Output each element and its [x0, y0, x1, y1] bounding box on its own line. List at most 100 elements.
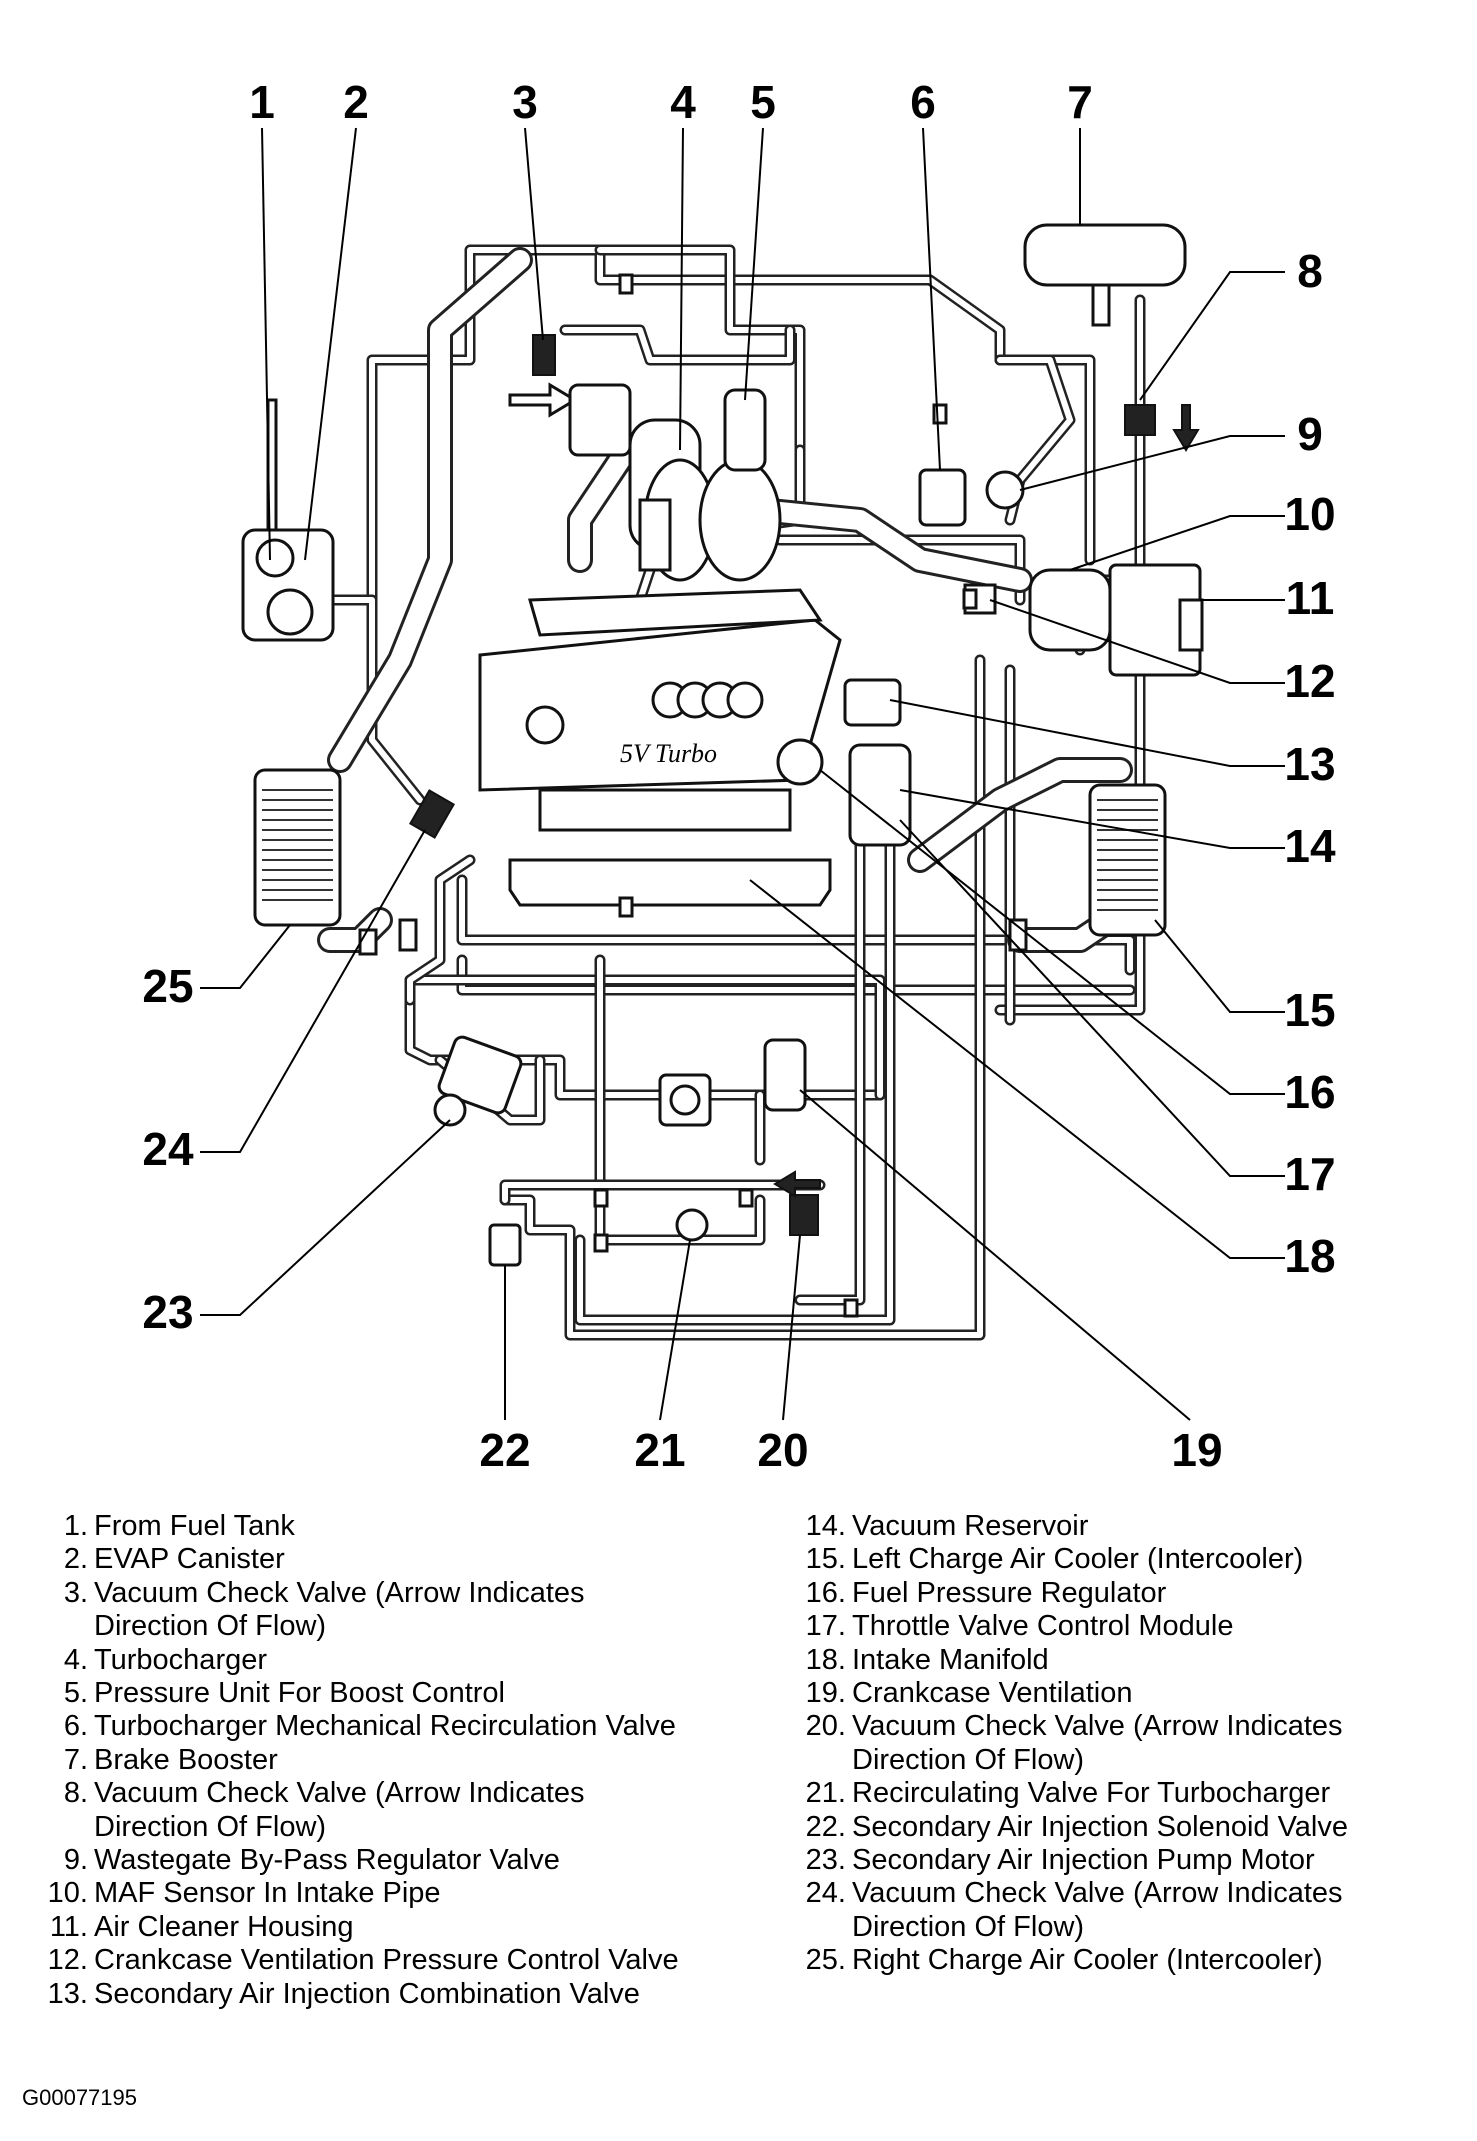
exhaust-manifold: [538, 788, 792, 832]
callout-17: 17: [1284, 1148, 1335, 1200]
callout-4: 4: [670, 76, 696, 128]
legend-item: 25.Right Charge Air Cooler (Intercooler): [780, 1944, 1470, 1977]
intercooler-right-body: [253, 768, 342, 927]
legend-item: 13.Secondary Air Injection Combination V…: [22, 1978, 782, 2011]
leader-lines: [200, 127, 1285, 1421]
vacuum-check-valve-20-arrow: [773, 1170, 821, 1198]
leader-24: [200, 829, 426, 1153]
callout-20: 20: [757, 1424, 808, 1476]
legend-item: 6.Turbocharger Mechanical Recirculation …: [22, 1710, 782, 1743]
legend-item-line: From Fuel Tank: [94, 1510, 295, 1542]
legend-item: 21.Recirculating Valve For Turbocharger: [780, 1777, 1470, 1810]
turbocharger-flange: [638, 498, 672, 572]
legend-item-line: Recirculating Valve For Turbocharger: [852, 1777, 1331, 1810]
figure-code: G00077195: [22, 2085, 137, 2110]
legend-item: 16.Fuel Pressure Regulator: [780, 1577, 1470, 1610]
callout-18: 18: [1284, 1230, 1335, 1282]
legend-item-line: Throttle Valve Control Module: [852, 1610, 1234, 1643]
callout-9: 9: [1297, 408, 1323, 460]
engine-block: 5V Turbo: [478, 588, 842, 907]
legend-item-number: 16.: [805, 1576, 846, 1609]
legend-item-text: Brake Booster: [94, 1744, 782, 1777]
legend-item: 23.Secondary Air Injection Pump Motor: [780, 1844, 1470, 1877]
clamp: [932, 403, 948, 425]
legend-item-text: Secondary Air Injection Combination Valv…: [94, 1978, 782, 2011]
leader-1: [261, 127, 271, 561]
crankcase-ventilation-port: [669, 1084, 701, 1116]
legend-item-number: 11.: [49, 1910, 88, 1943]
legend-item-text: MAF Sensor In Intake Pipe: [94, 1877, 782, 1910]
leader-21: [659, 1239, 691, 1421]
legend-item-number: 15.: [805, 1543, 846, 1576]
brake-booster: [1023, 223, 1187, 287]
legend-item-line: Pressure Unit For Boost Control: [94, 1677, 505, 1710]
clamp: [843, 1298, 859, 1318]
legend-item: 5.Pressure Unit For Boost Control: [22, 1677, 782, 1710]
legend-item-number: 3.: [63, 1576, 88, 1609]
legend-item-line: Crankcase Ventilation: [852, 1677, 1133, 1710]
turbocharger: [638, 458, 782, 582]
leader-25: [200, 924, 291, 989]
vacuum-check-valve-8-arrow: [1172, 404, 1200, 452]
clamp: [1008, 918, 1028, 952]
callout-2: 2: [343, 76, 369, 128]
legend-item-number: 7.: [63, 1743, 88, 1776]
leader-20: [782, 1234, 801, 1421]
legend-item-line: Crankcase Ventilation Pressure Control V…: [94, 1944, 679, 1977]
legend-item-text: Throttle Valve Control Module: [852, 1610, 1470, 1643]
callout-25: 25: [142, 960, 193, 1012]
crankcase-valve: [763, 1038, 807, 1112]
audi-ring-4: [726, 681, 764, 719]
evap-canister-port-upper: [255, 538, 295, 578]
legend-item-line: Air Cleaner Housing: [94, 1910, 354, 1943]
legend-item-number: 20.: [805, 1710, 846, 1743]
leader-12: [989, 599, 1285, 684]
clamp: [738, 1188, 754, 1208]
leader-9: [1019, 435, 1285, 491]
secondary-air-pump-motor: [437, 1035, 523, 1115]
legend-item-number: 2.: [63, 1543, 88, 1576]
legend-item-line: Vacuum Reservoir: [852, 1510, 1089, 1542]
legend-item-number: 8.: [63, 1777, 88, 1810]
leader-19: [799, 1089, 1191, 1421]
legend-item-number: 5.: [63, 1677, 88, 1710]
leader-3: [524, 127, 544, 341]
legend-item-line: Right Charge Air Cooler (Intercooler): [852, 1944, 1323, 1977]
legend-item-number: 21.: [805, 1777, 846, 1810]
legend-item-text: Left Charge Air Cooler (Intercooler): [852, 1543, 1470, 1576]
clamp: [593, 1188, 609, 1208]
legend-item-line: Direction Of Flow): [94, 1610, 327, 1643]
callout-5: 5: [750, 76, 776, 128]
legend-item-text: EVAP Canister: [94, 1543, 782, 1576]
callout-12: 12: [1284, 655, 1335, 707]
legend-item: 1.From Fuel Tank: [22, 1510, 782, 1543]
legend-item-number: 19.: [805, 1677, 846, 1710]
engine-badge: 5V Turbo: [620, 739, 717, 768]
vacuum-hose-diagram: 1 2 3 4 5 6 7 8 9 10 11 12 13 14 15 16 1…: [142, 76, 1336, 1476]
callout-7: 7: [1067, 76, 1093, 128]
leader-15: [1154, 919, 1285, 1013]
cylinder-head: [528, 588, 823, 637]
legend-item-text: Right Charge Air Cooler (Intercooler): [852, 1944, 1470, 1977]
legend-item-line: Wastegate By-Pass Regulator Valve: [94, 1844, 560, 1877]
legend-item-line: Vacuum Check Valve (Arrow Indicates: [94, 1777, 585, 1810]
legend-item-number: 14.: [805, 1510, 846, 1542]
legend-item: 15.Left Charge Air Cooler (Intercooler): [780, 1543, 1470, 1576]
callout-24: 24: [142, 1123, 194, 1175]
legend-item-number: 9.: [63, 1844, 88, 1877]
leader-2: [304, 127, 357, 561]
intercooler-right: [253, 768, 342, 927]
intercooler-left: [1088, 783, 1167, 937]
legend-item: 17.Throttle Valve Control Module: [780, 1610, 1470, 1643]
mechanical-recirculation-valve: [918, 468, 967, 527]
pressure-unit-boost-control: [723, 388, 767, 472]
callout-6: 6: [910, 76, 936, 128]
brake-booster-pushrod: [1091, 283, 1111, 327]
legend-item-text: Wastegate By-Pass Regulator Valve: [94, 1844, 782, 1877]
legend-item-number: 4.: [63, 1643, 88, 1676]
